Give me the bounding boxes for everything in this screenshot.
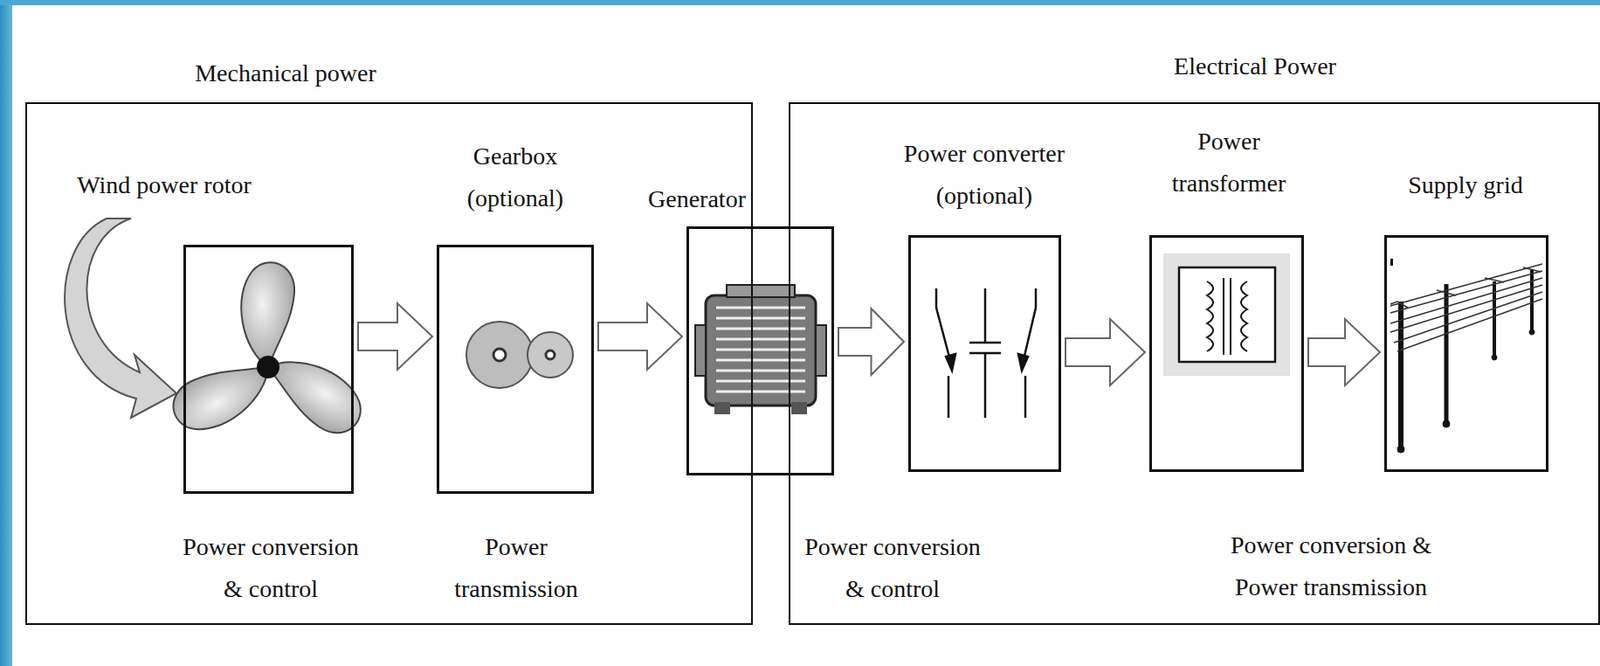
power-lines — [1390, 258, 1543, 453]
transformer-box: Power transformer — [1149, 234, 1304, 472]
block-arrow — [838, 308, 904, 375]
transformer-symbol — [1163, 253, 1290, 376]
node-title: Mechanical power — [154, 52, 417, 95]
node-caption: Power conversion & control — [177, 525, 366, 610]
top-band — [0, 0, 1600, 6]
node-title: Supply grid — [1378, 164, 1553, 207]
node-title: Generator — [627, 178, 767, 221]
block-arrow — [598, 303, 683, 370]
node-title: Power transformer — [1158, 120, 1299, 205]
generator-machine — [695, 284, 827, 414]
block-arrow — [1308, 318, 1380, 386]
side-band — [0, 0, 13, 666]
node-caption: Power transmission — [446, 525, 587, 610]
converter-symbol — [936, 288, 1036, 418]
section-caption: Power conversion & control — [799, 525, 987, 610]
block-arrow — [358, 303, 433, 370]
converter-box: Power converter (optional) — [908, 234, 1062, 472]
node-title: Gearbox (optional) — [454, 135, 577, 220]
node-title: Wind power rotor — [50, 164, 278, 207]
gearbox-box: Gearbox (optional)Power transmission — [436, 244, 594, 494]
gears — [466, 321, 573, 388]
mechanical-group: Wind power rotorPower conversion & contr… — [25, 102, 753, 625]
node-title: Power converter (optional) — [896, 132, 1072, 217]
grid-box: Supply grid — [1384, 234, 1549, 472]
generator-box: Generator — [686, 226, 835, 476]
section-caption: Power conversion & Power transmission — [1226, 524, 1436, 608]
wind-arrow — [64, 218, 177, 418]
block-arrow — [1065, 318, 1145, 386]
rotor-box: Wind power rotorPower conversion & contr… — [183, 244, 354, 494]
node-title: Electrical Power — [1124, 45, 1387, 88]
propeller — [164, 262, 373, 442]
